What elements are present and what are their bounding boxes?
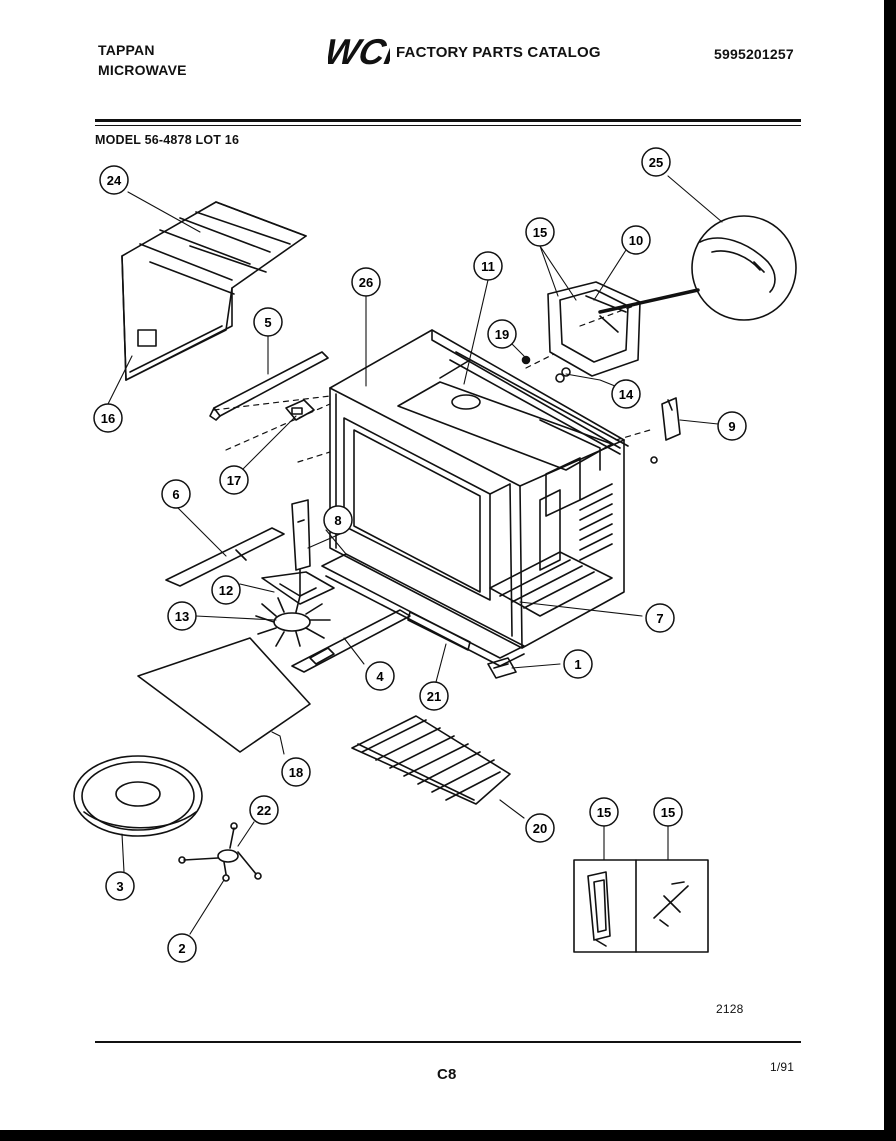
shelf-plate — [137, 637, 311, 753]
callout-16: 15 — [589, 797, 619, 827]
figure-code: 2128 — [716, 1002, 744, 1016]
inset-parts — [573, 859, 709, 953]
callout-label: 26 — [359, 275, 373, 290]
product-type: MICROWAVE — [98, 62, 187, 78]
stirrer-motor — [261, 499, 335, 605]
callout-7: 7 — [645, 603, 675, 633]
callout-label: 6 — [172, 487, 179, 502]
callout-15-inset: 15 — [653, 797, 683, 827]
callout-2: 2 — [167, 933, 197, 963]
callout-label: 17 — [227, 473, 241, 488]
brand-name: TAPPAN — [98, 42, 155, 58]
callout-label: 14 — [619, 387, 634, 402]
callout-label: 15 — [661, 805, 675, 820]
header-rule-thin — [95, 125, 801, 126]
callout-9: 9 — [717, 411, 747, 441]
callout-label: 5 — [264, 315, 271, 330]
callout-20: 19 — [487, 319, 517, 349]
callout-label: 4 — [376, 669, 384, 684]
callout-21: 20 — [525, 813, 555, 843]
model-line: MODEL 56-4878 LOT 16 — [95, 133, 240, 147]
wire-rack — [351, 715, 511, 805]
control-panel-bracket — [547, 281, 641, 377]
callout-15-top: 15 — [525, 217, 555, 247]
callout-label: 7 — [656, 611, 663, 626]
callout-label: 9 — [728, 419, 735, 434]
page-number: C8 — [437, 1066, 457, 1083]
callout-6: 6 — [161, 479, 191, 509]
callout-label: 16 — [101, 411, 115, 426]
callout-19: 18 — [281, 757, 311, 787]
wci-logo: WCI — [328, 31, 390, 70]
callout-14: 14 — [611, 379, 641, 409]
turntable — [73, 755, 203, 837]
callout-label: 22 — [257, 803, 271, 818]
callout-3: 3 — [105, 871, 135, 901]
catalog-number: 5995201257 — [714, 46, 794, 62]
callout-13: 13 — [167, 601, 197, 631]
callout-label: 19 — [495, 327, 509, 342]
callout-label: 3 — [116, 879, 123, 894]
callout-12: 12 — [211, 575, 241, 605]
callout-label: 13 — [175, 609, 189, 624]
latch — [487, 657, 517, 679]
outer-cabinet-wrapper — [121, 201, 307, 381]
callout-8: 8 — [323, 505, 353, 535]
callout-11: 11 — [473, 251, 503, 281]
footer-rule — [95, 1041, 801, 1043]
callout-label: 18 — [289, 765, 303, 780]
callout-1: 1 — [563, 649, 593, 679]
hinge-cover — [661, 397, 681, 441]
callout-label: 15 — [597, 805, 611, 820]
callout-label: 2 — [178, 941, 185, 956]
callout-23: 22 — [249, 795, 279, 825]
callout-label: 11 — [481, 259, 495, 274]
callout-label: 24 — [107, 173, 122, 188]
callout-label: 25 — [649, 155, 663, 170]
detail-circle — [691, 215, 797, 321]
callout-10: 10 — [621, 225, 651, 255]
stirrer-shaft — [165, 527, 285, 587]
top-rail — [209, 351, 329, 421]
tray-guide — [291, 609, 411, 673]
callout-label: 8 — [334, 513, 341, 528]
stirrer-fan — [255, 595, 331, 647]
exploded-parts-diagram: 24 16 5 17 26 11 19 15 10 25 14 9 6 8 12… — [73, 147, 797, 963]
callout-26: 26 — [351, 267, 381, 297]
catalog-title: FACTORY PARTS CATALOG — [396, 44, 601, 61]
callout-label: 1 — [574, 657, 581, 672]
callout-4: 4 — [365, 661, 395, 691]
callout-label: 15 — [533, 225, 547, 240]
callout-17: 16 — [93, 403, 123, 433]
revision-date: 1/91 — [770, 1060, 795, 1074]
callout-label: 10 — [629, 233, 643, 248]
callout-label: 12 — [219, 583, 233, 598]
roller-stay — [178, 822, 262, 882]
main-cabinet — [329, 329, 629, 649]
callout-25: 25 — [641, 147, 671, 177]
bracket-18 — [285, 399, 315, 421]
callout-24: 24 — [99, 165, 129, 195]
callout-label: 20 — [533, 821, 547, 836]
callout-5: 5 — [253, 307, 283, 337]
callout-22: 21 — [419, 681, 449, 711]
header-rule — [95, 119, 801, 122]
parts-catalog-page: TAPPAN MICROWAVE WCI FACTORY PARTS CATAL… — [0, 0, 884, 1130]
callout-label: 21 — [427, 689, 441, 704]
callout-18: 17 — [219, 465, 249, 495]
svg-text:WCI: WCI — [328, 31, 390, 70]
